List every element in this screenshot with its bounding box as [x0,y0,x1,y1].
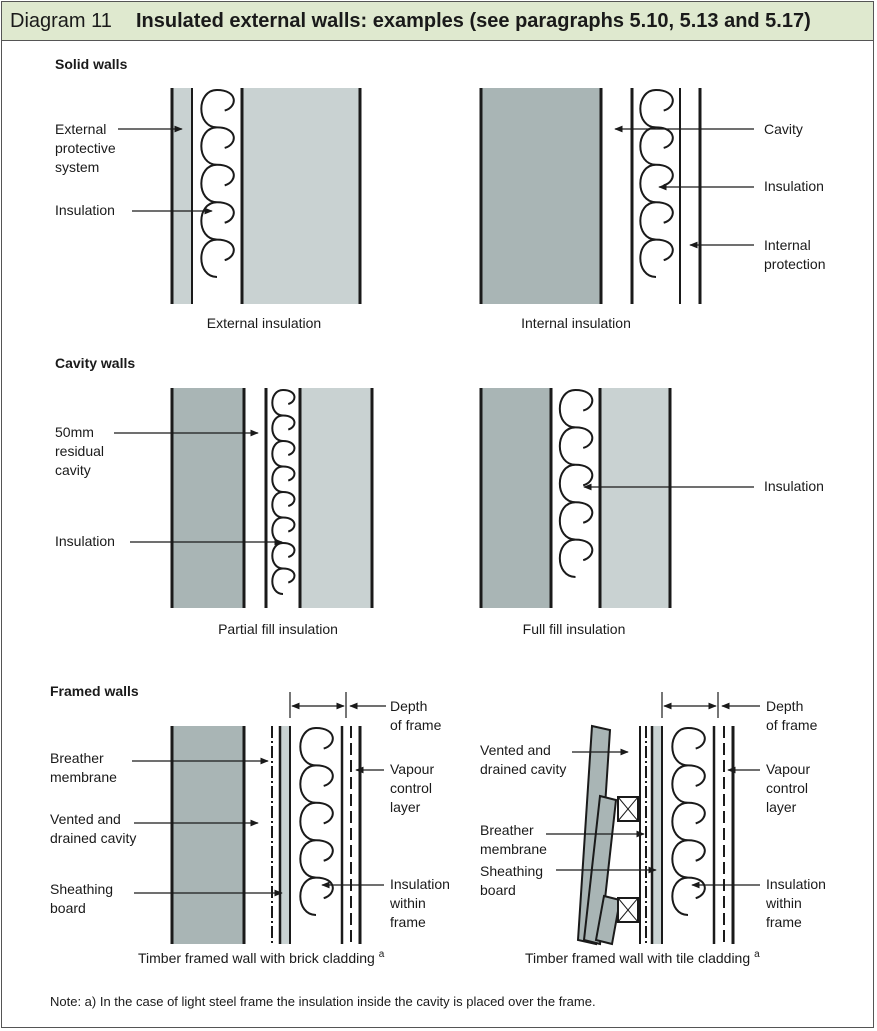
label-partial-insulation: Insulation [55,533,115,549]
label-tile-vapour-3: layer [766,799,797,815]
label-brick-insulation-2: within [389,895,426,911]
insulation-quilt [299,726,334,916]
caption-partial-fill: Partial fill insulation [218,621,338,637]
label-tile-sheathing-1: Sheathing [480,863,543,879]
label-full-insulation: Insulation [764,478,824,494]
insulation-quilt [200,88,235,278]
label-tile-depth-2: of frame [766,717,818,733]
label-brick-vapour-2: control [390,780,432,796]
wall-full-fill [479,388,672,608]
label-brick-vented-1: Vented and [50,811,121,827]
label-tile-vapour-1: Vapour [766,761,810,777]
label-brick-depth-1: Depth [390,698,427,714]
label-brick-vapour-3: layer [390,799,421,815]
diagram-title: Insulated external walls: examples (see … [136,10,811,32]
diagram-number: Diagram 11 [10,10,112,32]
tile-batten [617,796,639,822]
label-internal-insulation: Insulation [764,178,824,194]
insulation-quilt [271,388,296,595]
wall-timber-tile [576,724,735,946]
label-external-protective-3: system [55,159,99,175]
label-brick-depth-2: of frame [390,717,442,733]
label-tile-insulation-2: within [765,895,802,911]
label-brick-breather-1: Breather [50,750,104,766]
insulation-coil [559,388,594,578]
label-tile-depth-1: Depth [766,698,803,714]
wall-internal-insulation [479,88,702,304]
insulation-coil [671,726,706,916]
diagram-header: Diagram 11 Insulated external walls: exa… [2,2,873,41]
label-residual-1: 50mm [55,424,94,440]
heading-cavity-walls: Cavity walls [55,355,135,371]
tile-cladding [576,724,622,946]
tile-batten [617,897,639,923]
label-brick-sheathing-2: board [50,900,86,916]
label-tile-sheathing-2: board [480,882,516,898]
insulation-coil [200,88,235,278]
label-brick-vented-2: drained cavity [50,830,136,846]
label-brick-vapour-1: Vapour [390,761,434,777]
label-residual-3: cavity [55,462,91,478]
label-internal-protection-2: protection [764,256,825,272]
insulation-quilt [559,388,594,578]
label-brick-sheathing-1: Sheathing [50,881,113,897]
label-tile-vapour-2: control [766,780,808,796]
label-internal-protection-1: Internal [764,237,811,253]
label-brick-insulation-1: Insulation [390,876,450,892]
heading-framed-walls: Framed walls [50,683,139,699]
caption-external-insulation: External insulation [207,315,321,331]
insulation-quilt [639,88,674,278]
label-external-protective-1: External [55,121,106,137]
wall-timber-brick [170,726,362,944]
insulation-coil [271,388,296,595]
label-tile-vented-2: drained cavity [480,761,566,777]
footnote: Note: a) In the case of light steel fram… [50,994,596,1009]
caption-full-fill: Full fill insulation [523,621,626,637]
label-tile-breather-2: membrane [480,841,547,857]
label-residual-2: residual [55,443,104,459]
label-brick-insulation-3: frame [390,914,426,930]
label-tile-breather-1: Breather [480,822,534,838]
label-tile-insulation-1: Insulation [766,876,826,892]
wall-external-insulation [170,88,362,304]
insulation-coil [299,726,334,916]
label-internal-cavity: Cavity [764,121,803,137]
label-tile-insulation-3: frame [766,914,802,930]
caption-internal-insulation: Internal insulation [521,315,631,331]
wall-partial-fill [170,388,374,608]
label-external-insulation: Insulation [55,202,115,218]
label-brick-breather-2: membrane [50,769,117,785]
insulation-quilt [671,726,706,916]
heading-solid-walls: Solid walls [55,56,128,72]
insulation-coil [639,88,674,278]
label-external-protective-2: protective [55,140,116,156]
label-tile-vented-1: Vented and [480,742,551,758]
